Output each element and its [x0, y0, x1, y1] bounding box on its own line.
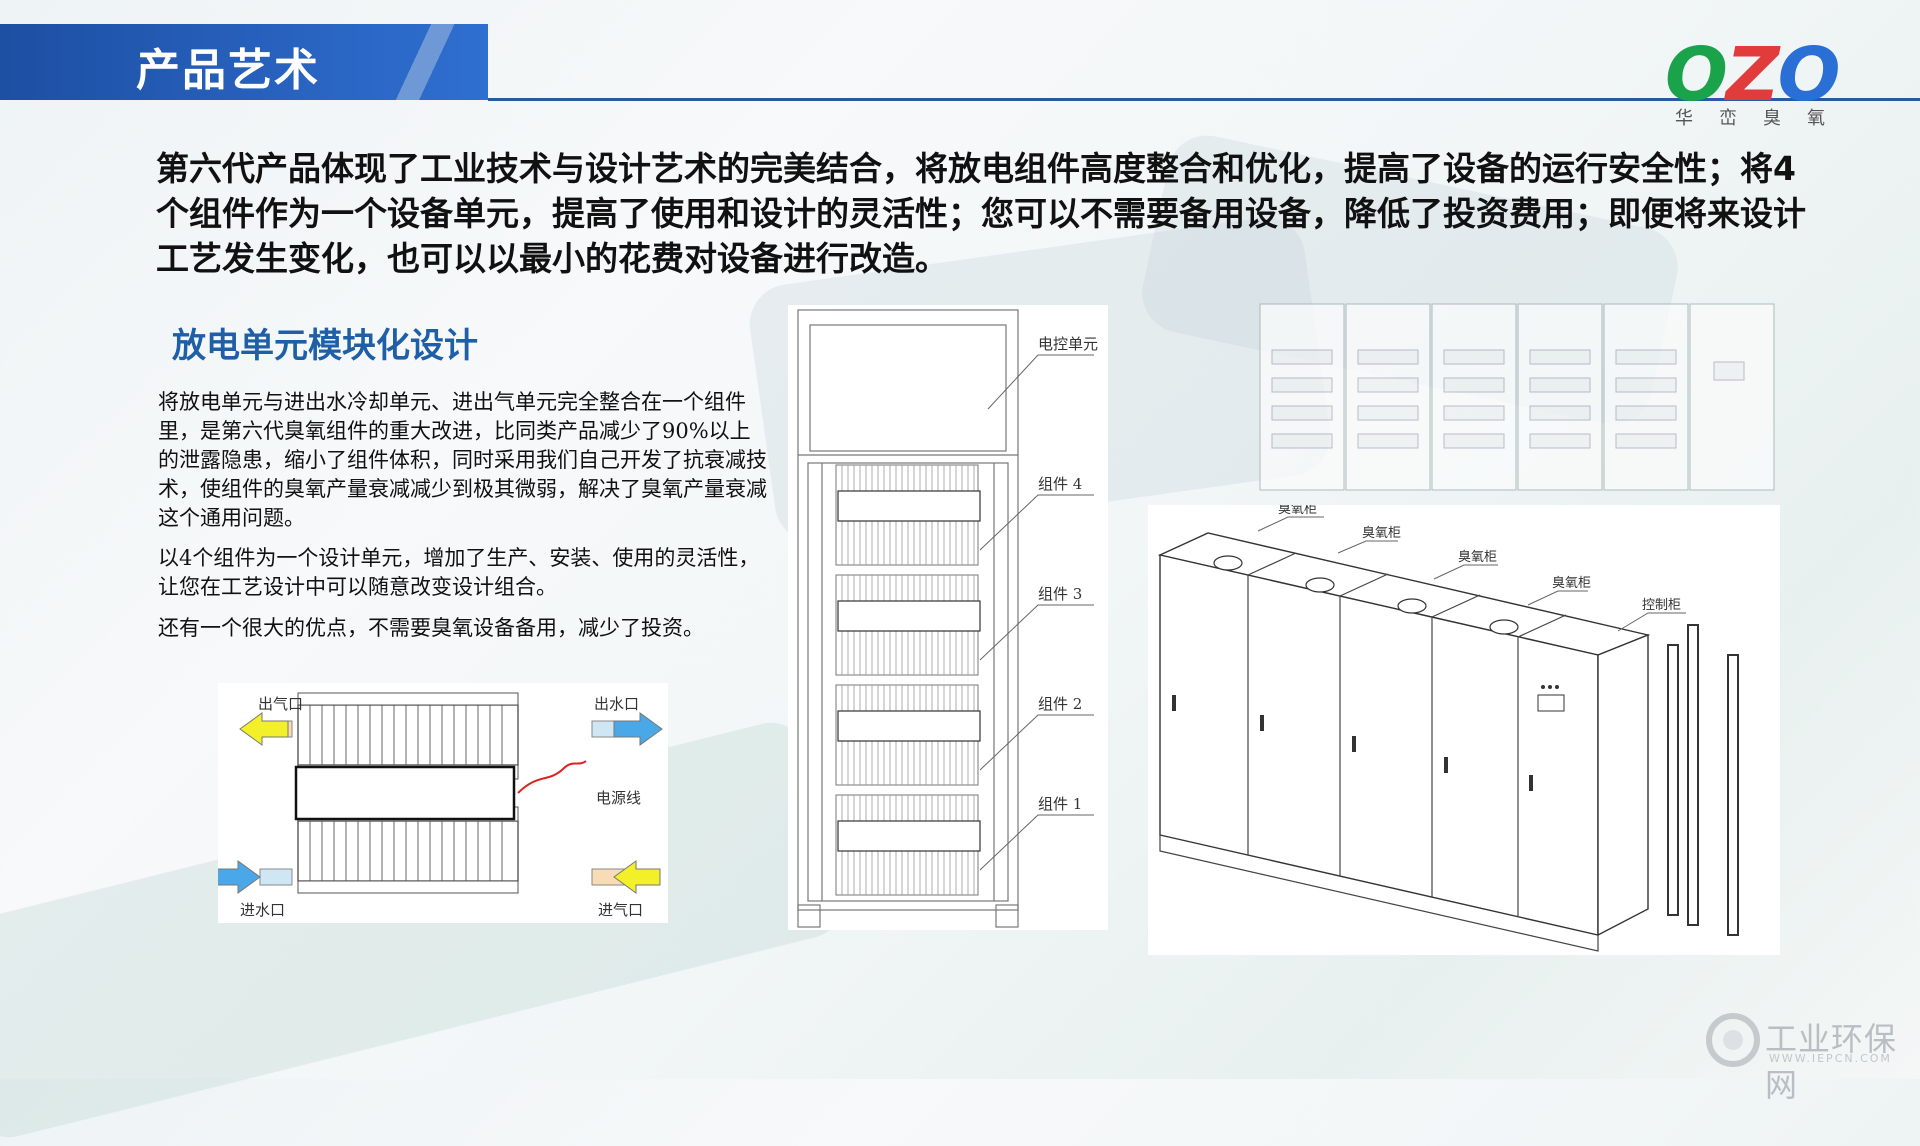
watermark-logo-icon — [1706, 1013, 1760, 1067]
component-3-label: 组件 3 — [1038, 585, 1082, 603]
power-cable — [517, 760, 587, 794]
component-1-label: 组件 1 — [1038, 795, 1082, 813]
logo-subtitle: 华峦臭氧 — [1675, 108, 1851, 129]
water-out-label: 出水口 — [594, 695, 639, 713]
watermark-url: WWW.IEPCN.COM — [1769, 1052, 1892, 1065]
iso-label-4: 臭氧柜 — [1552, 576, 1591, 591]
cabinet-diagram: 电控单元 组件 4 组件 3 组件 2 组件 1 — [788, 305, 1108, 930]
header-divider — [488, 98, 1920, 101]
iso-label-2: 臭氧柜 — [1362, 526, 1401, 541]
isometric-cabinets-drawing: 臭氧柜 臭氧柜 臭氧柜 臭氧柜 控制柜 — [1148, 502, 1780, 955]
section-paragraph-2: 以4个组件为一个设计单元，增加了生产、安装、使用的灵活性，让您在工艺设计中可以随… — [158, 546, 760, 599]
cabinet-row-drawing — [1258, 302, 1778, 492]
gas-out-label: 出气口 — [258, 695, 303, 713]
water-in-label: 进水口 — [240, 901, 285, 919]
header-banner — [0, 24, 489, 100]
logo-mark: OZO — [1665, 32, 1841, 118]
power-cable-label: 电源线 — [596, 789, 641, 807]
iso-label-3: 臭氧柜 — [1458, 550, 1497, 565]
component-4-label: 组件 4 — [1038, 475, 1082, 493]
section-title: 放电单元模块化设计 — [172, 326, 478, 366]
watermark: 工业环保网 WWW.IEPCN.COM — [1705, 1012, 1915, 1104]
company-logo: OZO 华峦臭氧 — [1665, 38, 1885, 130]
iso-label-1: 臭氧柜 — [1278, 505, 1317, 517]
control-unit-label: 电控单元 — [1038, 335, 1098, 353]
component-2-label: 组件 2 — [1038, 695, 1082, 713]
section-paragraph-1: 将放电单元与进出水冷却单元、进出气单元完全整合在一个组件里，是第六代臭氧组件的重… — [158, 390, 767, 530]
section-paragraph-3: 还有一个很大的优点，不需要臭氧设备备用，减少了投资。 — [158, 616, 704, 640]
page-title: 产品艺术 — [136, 45, 320, 96]
water-in-port — [259, 868, 293, 886]
iso-label-control: 控制柜 — [1642, 598, 1681, 613]
gas-in-label: 进气口 — [598, 901, 643, 919]
intro-text: 第六代产品体现了工业技术与设计艺术的完美结合，将放电组件高度整合和优化，提高了设… — [156, 149, 1806, 278]
module-diagram: 出气口 出水口 电源线 进水口 进气口 — [213, 683, 668, 923]
